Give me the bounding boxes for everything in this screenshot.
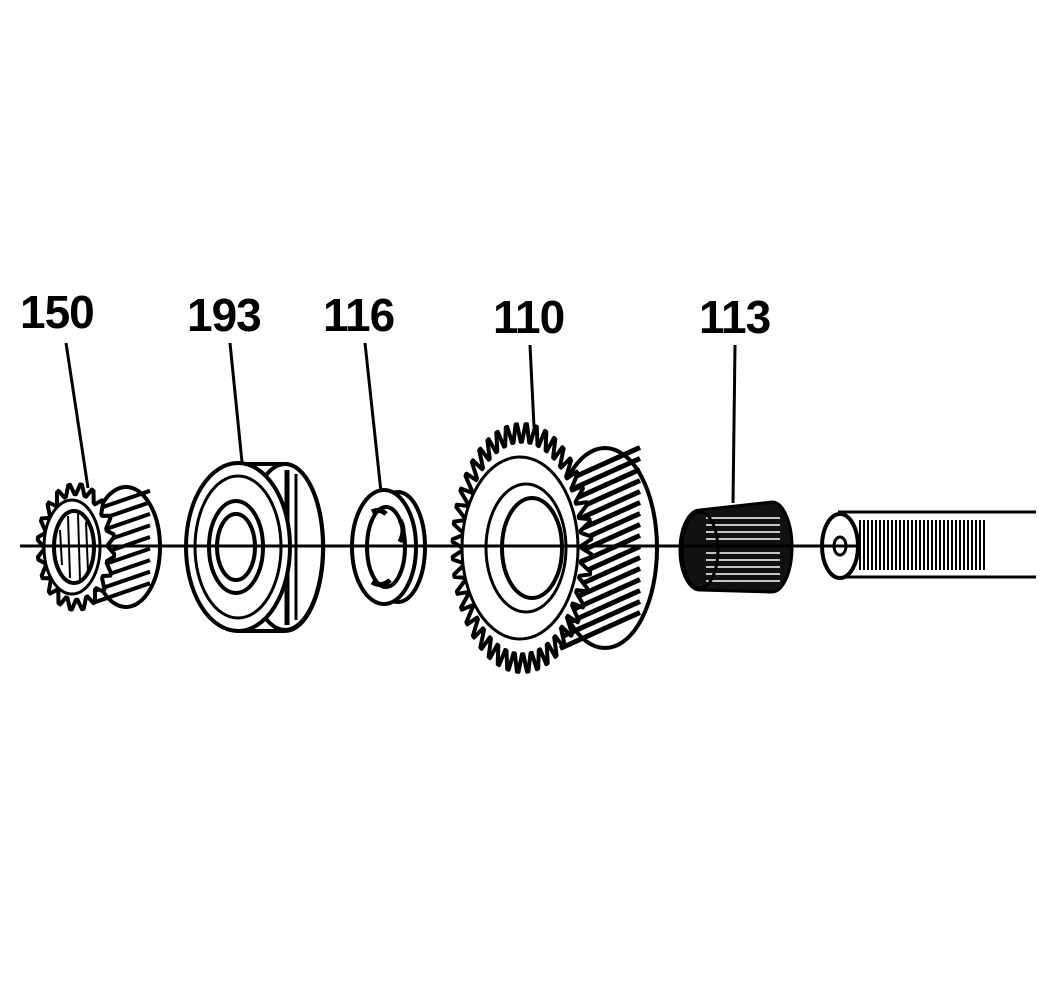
- leader-line-150: [64, 342, 90, 489]
- gear-tooth-line: [91, 581, 151, 606]
- callout-label-150: 150: [20, 286, 94, 338]
- leader-lines: [64, 342, 737, 504]
- output-shaft: [820, 510, 1036, 580]
- gear-tooth-line: [558, 610, 642, 651]
- callout-label-116: 116: [323, 289, 394, 341]
- leader-line-116: [363, 342, 383, 493]
- leader-line-110: [528, 344, 536, 428]
- callout-label-193: 193: [187, 289, 261, 341]
- leader-line-193: [228, 342, 244, 463]
- callout-label-110: 110: [493, 291, 564, 343]
- leader-line-113: [731, 344, 737, 504]
- large-helical-gear-110: [450, 422, 659, 674]
- callout-label-113: 113: [699, 291, 770, 343]
